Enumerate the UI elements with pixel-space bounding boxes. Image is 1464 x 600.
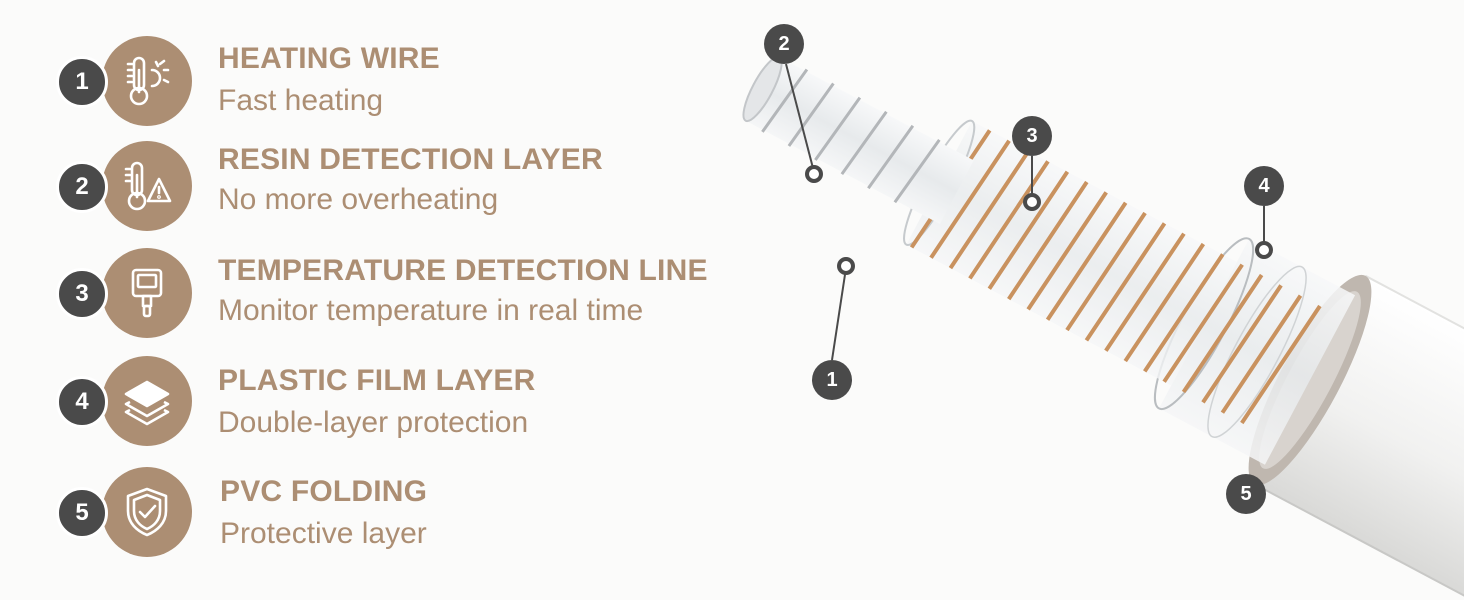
legend-icon-disc [102, 141, 192, 231]
legend-icon-disc [102, 467, 192, 557]
legend-title: PLASTIC FILM LAYER [218, 364, 536, 397]
inner-core [745, 57, 974, 224]
legend-title: RESIN DETECTION LAYER [218, 143, 603, 176]
callout-anchor-dots [805, 165, 1273, 275]
legend-title: PVC FOLDING [220, 475, 428, 508]
legend-title: TEMPERATURE DETECTION LINE [218, 254, 708, 287]
legend-icon-disc [102, 36, 192, 126]
thermometer-sun-icon [126, 56, 170, 106]
callout-badge-3: 3 [1012, 116, 1052, 156]
legend-number-badge: 4 [56, 376, 108, 428]
legend-row-plastic-film: 4 PLASTIC FILM LAYER Double-layer protec… [0, 354, 780, 454]
layer-legend: 1 HEATING WIRE Fast heating 2 RESIN DETE… [0, 32, 780, 565]
legend-number-badge: 5 [56, 487, 108, 539]
legend-description: Protective layer [220, 517, 427, 550]
legend-title: HEATING WIRE [218, 42, 440, 75]
legend-description: Double-layer protection [218, 406, 529, 439]
legend-row-pvc-folding: 5 PVC FOLDING Protective layer [0, 465, 780, 565]
legend-description: Fast heating [218, 84, 384, 117]
callout-badge-4: 4 [1244, 166, 1284, 206]
callout-badge-5: 5 [1226, 474, 1266, 514]
cable-cross-section-diagram: 2 3 4 1 5 [690, 0, 1464, 600]
shield-check-icon [126, 487, 168, 537]
legend-row-temperature-detection: 3 TEMPERATURE DETECTION LINE Monitor tem… [0, 248, 780, 348]
callout-badge-1: 1 [812, 360, 852, 400]
legend-description: Monitor temperature in real time [218, 294, 644, 327]
legend-number-badge: 2 [56, 161, 108, 213]
legend-number-badge: 3 [56, 268, 108, 320]
plastic-film-layer [1158, 238, 1356, 465]
legend-row-heating-wire: 1 HEATING WIRE Fast heating [0, 32, 780, 132]
callout-badge-2: 2 [764, 24, 804, 64]
legend-icon-disc [102, 248, 192, 338]
legend-description: No more overheating [218, 183, 499, 216]
cable-illustration [742, 55, 1464, 600]
legend-icon-disc [102, 356, 192, 446]
legend-row-resin-detection: 2 RESIN DETECTION LAYER No more overheat… [0, 137, 780, 237]
sensor-probe-icon [131, 268, 163, 318]
layers-icon [124, 380, 170, 426]
legend-number-badge: 1 [56, 56, 108, 108]
heating-wire-coil [761, 68, 941, 204]
thermometer-warning-icon [124, 161, 172, 211]
